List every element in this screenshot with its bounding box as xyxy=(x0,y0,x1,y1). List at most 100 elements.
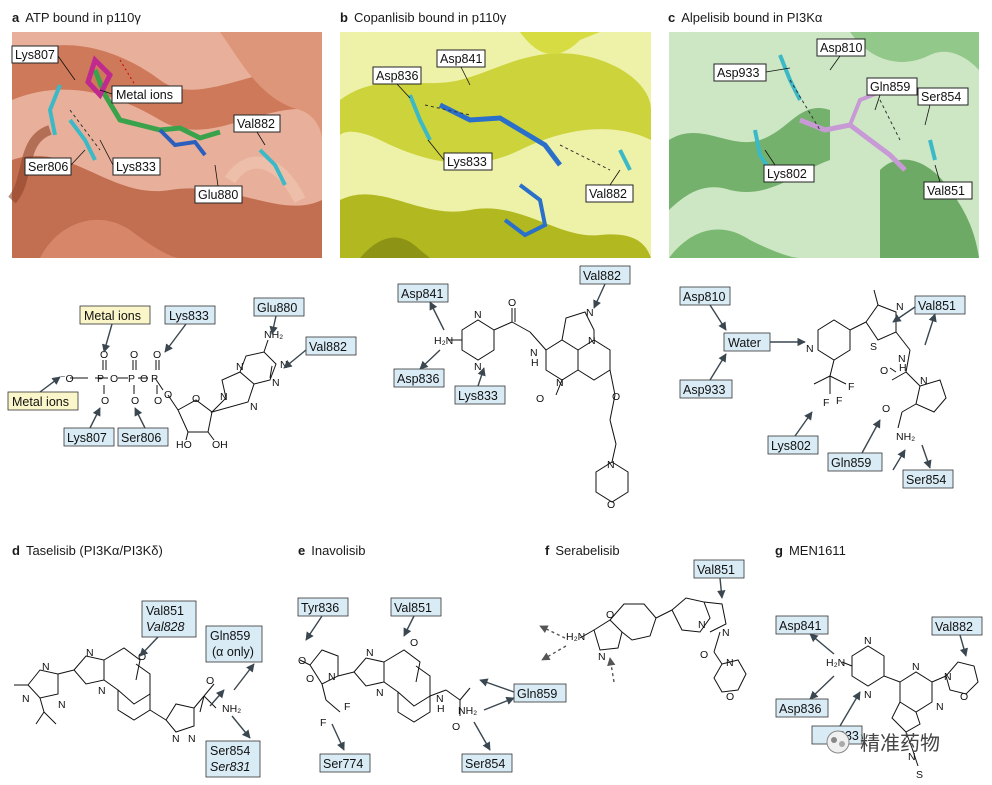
panel-b-arrows xyxy=(419,283,606,387)
svg-text:Gln859: Gln859 xyxy=(517,687,557,701)
svg-text:NH₂: NH₂ xyxy=(896,431,915,443)
label-a-lys833-structure: Lys833 xyxy=(112,157,161,176)
panel-e-gln859-label: Gln859 xyxy=(513,683,567,703)
svg-text:Asp810: Asp810 xyxy=(820,41,862,55)
svg-text:N: N xyxy=(864,689,872,701)
svg-text:H: H xyxy=(531,357,539,369)
watermark: 精准药物 xyxy=(826,730,940,755)
svg-text:N: N xyxy=(236,361,244,373)
panel-c-gln859-label: Gln859 xyxy=(827,452,883,472)
svg-text:N: N xyxy=(272,377,280,389)
label-c-lys802-structure: Lys802 xyxy=(763,164,815,183)
svg-text:N: N xyxy=(586,307,594,319)
svg-text:O: O xyxy=(153,349,161,361)
svg-text:H: H xyxy=(437,703,445,715)
label-a-val882-structure: Val882 xyxy=(233,114,281,133)
svg-text:O: O xyxy=(164,389,172,401)
svg-text:Asp841: Asp841 xyxy=(401,287,443,301)
panel-f-arrows xyxy=(539,577,726,683)
panel-f-serabelisib-structure xyxy=(579,597,747,693)
panel-c-ser854-label: Ser854 xyxy=(902,469,954,489)
svg-text:N: N xyxy=(474,361,482,373)
svg-text:P: P xyxy=(97,373,104,385)
label-b-asp841-structure: Asp841 xyxy=(436,49,486,68)
svg-text:Metal ions: Metal ions xyxy=(116,88,173,102)
svg-text:Val882: Val882 xyxy=(935,620,973,634)
svg-text:Lys833: Lys833 xyxy=(169,309,209,323)
svg-text:Gln859: Gln859 xyxy=(831,456,871,470)
svg-text:N: N xyxy=(726,657,734,669)
panel-b-copanlisib-structure xyxy=(448,308,629,503)
svg-text:Glu880: Glu880 xyxy=(257,301,297,315)
svg-text:N: N xyxy=(98,685,106,697)
svg-text:⁻O: ⁻O xyxy=(60,373,74,385)
label-c-gln859-structure: Gln859 xyxy=(866,77,918,96)
svg-text:N: N xyxy=(250,401,258,413)
label-a-lys807-structure: Lys807 xyxy=(11,45,59,64)
svg-text:Ser774: Ser774 xyxy=(323,757,363,771)
svg-text:Lys807: Lys807 xyxy=(15,48,55,62)
svg-text:Lys802: Lys802 xyxy=(767,167,807,181)
label-b-val882-structure: Val882 xyxy=(585,184,634,203)
svg-text:O: O xyxy=(110,373,118,385)
svg-text:Asp841: Asp841 xyxy=(440,52,482,66)
svg-text:Asp933: Asp933 xyxy=(683,383,725,397)
svg-text:Ser854: Ser854 xyxy=(465,757,505,771)
svg-text:O: O xyxy=(140,373,148,385)
svg-text:精准药物: 精准药物 xyxy=(860,731,940,755)
svg-text:O: O xyxy=(700,649,708,661)
panel-e-ser854-label: Ser854 xyxy=(461,753,513,773)
svg-text:H₂N: H₂N xyxy=(826,657,845,669)
svg-text:N: N xyxy=(376,687,384,699)
label-c-asp810-structure: Asp810 xyxy=(816,38,866,57)
svg-text:Val851: Val851 xyxy=(918,299,956,313)
panel-d-val851-label: Val851 Val828 xyxy=(141,600,197,638)
panel-e-atom-labels: O O N N N O F F N H O NH₂ xyxy=(298,637,477,733)
label-c-connectors xyxy=(764,55,941,183)
svg-text:Lys833: Lys833 xyxy=(458,389,498,403)
svg-text:Lys807: Lys807 xyxy=(67,431,107,445)
svg-text:Lys802: Lys802 xyxy=(771,439,811,453)
svg-text:N: N xyxy=(864,635,872,647)
svg-text:O: O xyxy=(536,393,544,405)
svg-text:O: O xyxy=(452,721,460,733)
panel-f-atom-labels: O N H₂N N N O N O xyxy=(566,609,734,703)
svg-text:Val851: Val851 xyxy=(697,563,735,577)
label-c-asp933-structure: Asp933 xyxy=(713,63,767,82)
svg-text:N: N xyxy=(607,459,615,471)
panel-b-val882-label: Val882 xyxy=(579,265,631,285)
panel-a-metal-ions-left-label: Metal ions xyxy=(7,391,79,411)
svg-text:N: N xyxy=(188,733,196,745)
panel-a-val882-label: Val882 xyxy=(305,336,357,356)
svg-text:N: N xyxy=(588,335,596,347)
svg-text:O: O xyxy=(206,675,214,687)
svg-text:O: O xyxy=(130,349,138,361)
svg-text:O: O xyxy=(298,655,306,667)
svg-text:O: O xyxy=(154,395,162,407)
label-b-connectors xyxy=(396,66,621,186)
panel-a-ser806-label: Ser806 xyxy=(117,427,169,447)
svg-text:N: N xyxy=(898,353,906,365)
panel-a-arrows xyxy=(39,315,307,429)
label-a-glu880-structure: Glu880 xyxy=(194,185,243,204)
svg-text:O: O xyxy=(880,365,888,377)
svg-text:N: N xyxy=(86,647,94,659)
svg-text:N: N xyxy=(908,751,916,763)
svg-text:O: O xyxy=(606,609,614,621)
panel-e-arrows xyxy=(305,615,515,751)
svg-text:P: P xyxy=(128,373,135,385)
svg-text:Val882: Val882 xyxy=(589,187,627,201)
panel-a-metal-ions-top-label: Metal ions xyxy=(79,305,151,325)
panel-a-atp-structure xyxy=(70,339,277,441)
label-a-ser806-structure: Ser806 xyxy=(24,157,72,176)
svg-text:O: O xyxy=(192,393,200,405)
svg-text:N: N xyxy=(436,693,444,705)
svg-text:NH₂: NH₂ xyxy=(264,329,283,341)
svg-text:N: N xyxy=(280,359,288,371)
svg-text:Ser854: Ser854 xyxy=(921,90,961,104)
svg-text:OH: OH xyxy=(212,439,228,451)
